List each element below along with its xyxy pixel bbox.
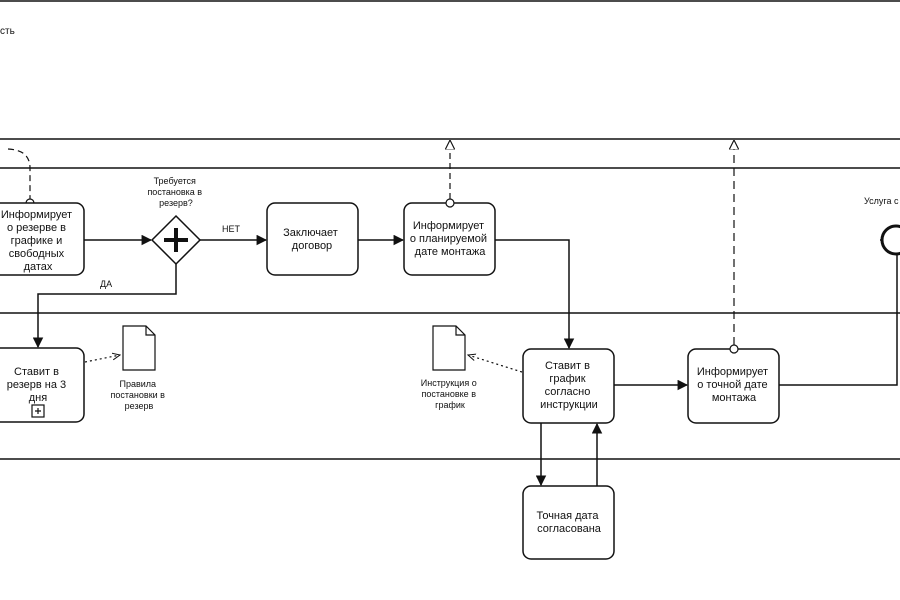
task-inform-reserve[interactable] xyxy=(0,202,85,276)
task-reserve-3-days-label: Ставит в резерв на 3 дня xyxy=(7,366,69,404)
gateway-question: Требуется постановка в резерв? xyxy=(147,176,204,208)
flow-planned-to-schedule xyxy=(495,239,575,350)
message-flow-exact-dot xyxy=(729,344,739,354)
task-contract[interactable] xyxy=(266,202,359,276)
pool-title-glyph: ) xyxy=(0,48,1,74)
task-exact-date-agreed-label: Точная дата согласована xyxy=(536,510,601,535)
task-inform-planned-label: Информирует о планируемой дате монтажа xyxy=(410,220,490,258)
flow-no-label: НЕТ xyxy=(222,224,241,234)
task-exact-date-agreed[interactable] xyxy=(522,485,615,560)
task-contract-label: Заключает договор xyxy=(283,227,341,252)
document-reserve-rules-label: Правила постановки в резерв xyxy=(111,379,168,411)
flow-yes xyxy=(32,264,177,349)
association-reserve-rules xyxy=(84,355,120,363)
task-inform-reserve-label: Информирует о резерве в графике и свобод… xyxy=(1,209,75,273)
task-schedule-by-instruction[interactable] xyxy=(522,348,615,424)
message-flow-planned-dot xyxy=(445,198,455,208)
end-event[interactable] xyxy=(880,224,900,256)
message-flow-incoming xyxy=(7,148,31,199)
task-inform-exact-label: Информирует о точной дате монтажа xyxy=(697,366,771,404)
task-schedule-by-instruction-label: Ставит в график согласно инструкции xyxy=(540,360,598,411)
document-schedule-instruction-label: Инструкция о постановке в график xyxy=(421,378,479,410)
association-schedule-instruction xyxy=(468,355,523,373)
subprocess-plus-icon xyxy=(35,408,41,414)
end-event-label: Услуга с xyxy=(864,196,899,206)
pool-title-fragment: сть xyxy=(0,26,15,37)
document-schedule-instruction-icon[interactable] xyxy=(432,325,466,371)
flow-yes-label: ДА xyxy=(100,279,112,289)
document-reserve-rules-icon[interactable] xyxy=(122,325,156,371)
task-reserve-3-days[interactable] xyxy=(0,347,85,423)
gateway-plus-icon xyxy=(164,228,188,252)
